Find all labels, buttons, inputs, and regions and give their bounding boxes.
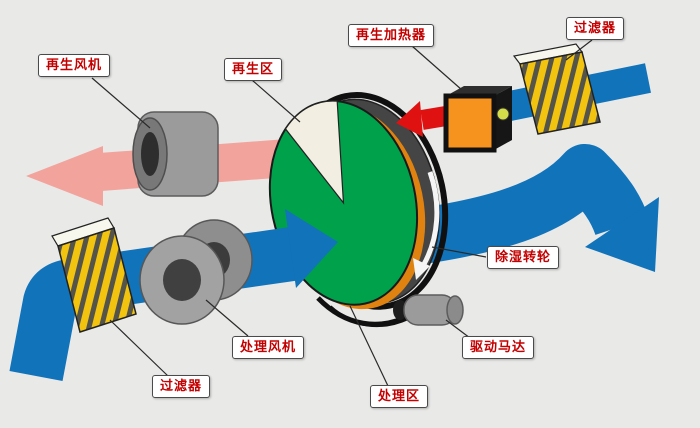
process-air-outlet-arrow: [392, 144, 659, 272]
rotation-arrowhead-icon: [413, 258, 430, 280]
hot-air-arrowhead-icon: [396, 101, 423, 137]
label-process-fan: 处理风机: [232, 336, 305, 359]
connector-line: [205, 299, 249, 337]
outlet-duct: [392, 144, 649, 268]
connector-lines: [91, 39, 593, 387]
label-process-zone: 处理区: [370, 385, 429, 408]
connector-line: [109, 319, 169, 377]
connector-line: [349, 305, 389, 387]
label-desiccant-wheel: 除湿转轮: [487, 246, 560, 269]
connector-line: [445, 319, 471, 339]
rotation-arrow-icon: [413, 171, 440, 280]
regen-heater: [443, 86, 512, 153]
label-filter-top: 过滤器: [566, 17, 625, 40]
connector-line: [565, 39, 593, 61]
label-regen-zone: 再生区: [224, 58, 283, 81]
hot-air-band: [420, 106, 448, 130]
hot-air-arrow: [396, 101, 448, 137]
belt: [328, 305, 409, 328]
heater-indicator-light: [496, 107, 510, 121]
label-regen-heater: 再生加热器: [348, 24, 435, 47]
connector-line: [91, 77, 151, 129]
drive-motor: [393, 294, 464, 326]
connector-line: [411, 45, 463, 91]
heater-front-face: [443, 93, 497, 153]
outlet-arrowhead-icon: [585, 197, 659, 272]
exhaust-arrowhead-icon: [26, 146, 103, 206]
filter-media: [519, 51, 601, 135]
label-filter-bottom: 过滤器: [152, 375, 211, 398]
regen-fan: [132, 111, 219, 197]
connector-line: [431, 246, 487, 258]
filter-top-right: [512, 43, 601, 135]
label-regen-fan: 再生风机: [38, 54, 111, 77]
connector-line: [251, 79, 301, 123]
motor-end-cap: [446, 295, 464, 325]
filter-bottom-left: [51, 217, 137, 333]
process-fan: [139, 219, 253, 325]
regen-fan-opening: [141, 132, 159, 176]
inlet-arrowhead-icon: [285, 209, 338, 288]
label-drive-motor: 驱动马达: [462, 336, 535, 359]
motor-pulley: [393, 300, 407, 320]
wheel-regen-sector: [284, 100, 345, 205]
fan-ring-front-hole: [163, 259, 201, 301]
rotation-arrow-curve: [420, 171, 440, 268]
filter-media: [57, 227, 137, 333]
